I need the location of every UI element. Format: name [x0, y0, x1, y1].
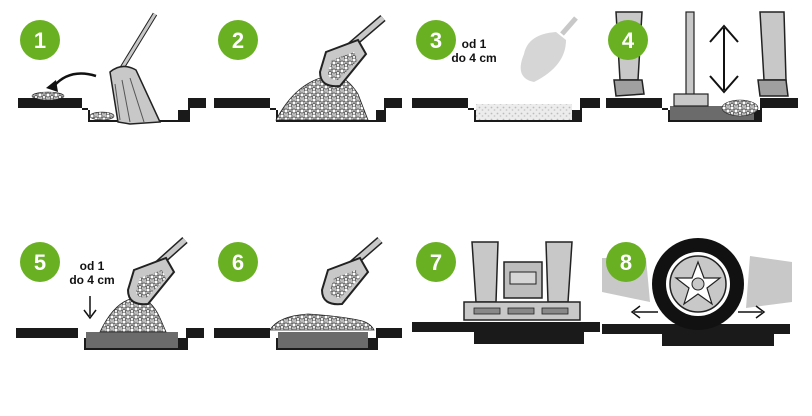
step-number: 6	[232, 250, 244, 275]
depth-note-line1: od 1	[462, 37, 487, 51]
step-badge	[20, 242, 60, 282]
paving-slab	[214, 98, 402, 122]
step-number: 4	[622, 28, 635, 53]
paving-slab	[412, 98, 600, 122]
sand-layer	[476, 104, 572, 120]
step-7-panel: 7	[406, 232, 606, 362]
double-arrow-icon	[630, 305, 766, 319]
compacted-bed	[86, 332, 178, 348]
sweep-arrow-icon	[53, 72, 97, 87]
step-badge	[218, 242, 258, 282]
shovel-icon	[126, 237, 188, 306]
trowel-icon	[520, 16, 578, 82]
step-badge	[606, 242, 646, 282]
shovel-icon	[320, 236, 383, 306]
paving-slab	[18, 98, 206, 122]
paving-slab	[606, 98, 798, 122]
step-6-panel: 6	[208, 232, 408, 362]
step-2-panel: 2	[208, 10, 408, 140]
tamper-icon	[673, 11, 709, 107]
step-8-panel: 8	[596, 232, 796, 362]
step-1-panel: 1	[10, 10, 210, 140]
step-number: 5	[34, 250, 46, 275]
swept-gravel	[31, 91, 115, 121]
step-number: 3	[430, 28, 442, 53]
gravel-pile	[721, 99, 759, 117]
step-3-panel: od 1 do 4 cm 3	[406, 10, 606, 140]
double-arrow-icon	[709, 24, 739, 94]
depth-note-line2: do 4 cm	[451, 51, 496, 65]
step-4-panel: 4	[602, 10, 802, 140]
compactor-icon	[463, 241, 581, 321]
step-number: 1	[34, 28, 46, 53]
paving-slab	[214, 328, 402, 350]
step-badge	[608, 20, 648, 60]
down-arrow-icon	[83, 296, 97, 320]
step-badge	[416, 20, 456, 60]
tire-icon	[652, 238, 744, 330]
vehicle-body	[746, 256, 792, 308]
step-number: 8	[620, 250, 632, 275]
step-number: 2	[232, 28, 244, 53]
paving-slab	[602, 324, 790, 346]
broom-icon	[109, 12, 162, 125]
step-number: 7	[430, 250, 442, 275]
step-5-panel: od 1 do 4 cm 5	[10, 232, 210, 362]
paving-slab	[16, 328, 204, 350]
depth-note-line2: do 4 cm	[69, 273, 114, 287]
compacted-bed	[278, 332, 368, 348]
paving-slab	[412, 322, 600, 344]
shovel-icon	[318, 14, 386, 88]
gravel-pile	[275, 75, 369, 121]
gravel-pile	[99, 297, 167, 333]
step-badge	[20, 20, 60, 60]
step-badge	[416, 242, 456, 282]
step-badge	[218, 20, 258, 60]
gravel-layer	[269, 313, 375, 331]
depth-note-line1: od 1	[80, 259, 105, 273]
